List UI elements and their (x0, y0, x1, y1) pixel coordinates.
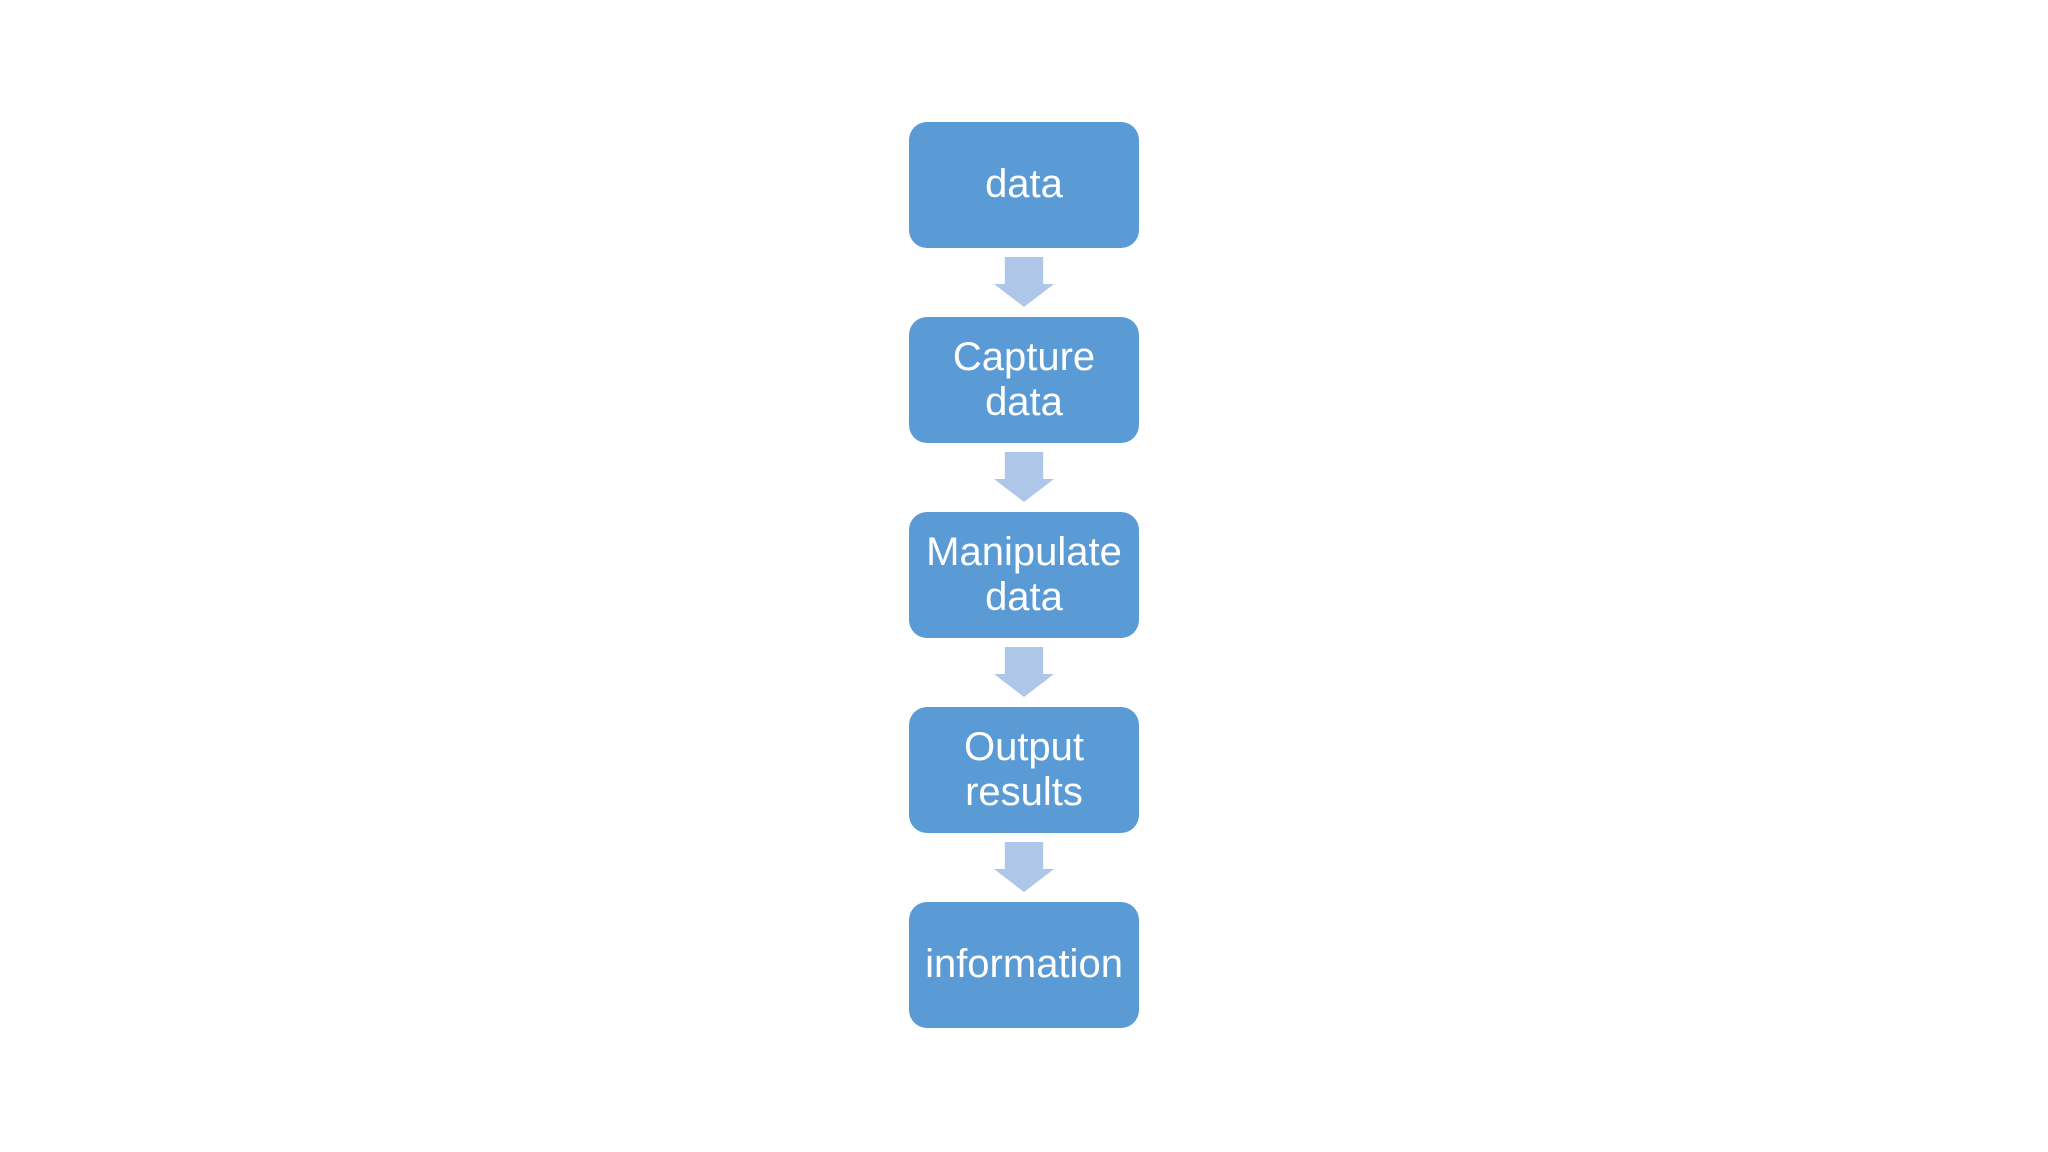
down-arrow-icon (994, 452, 1054, 502)
flow-node-label: Output results (963, 724, 1085, 814)
flow-node-manipulate-data: Manipulate data (909, 512, 1139, 638)
process-flowchart: data Capture data Manipulate data Output… (909, 122, 1139, 1028)
flow-node-information: information (909, 902, 1139, 1028)
flow-node-capture-data: Capture data (909, 317, 1139, 443)
flow-node-data: data (909, 122, 1139, 248)
flow-node-output-results: Output results (909, 707, 1139, 833)
down-arrow-icon (994, 842, 1054, 892)
flow-node-label: Manipulate data (926, 529, 1122, 619)
flow-node-label: data (985, 162, 1063, 207)
down-arrow-icon (994, 647, 1054, 697)
flow-node-label: information (925, 942, 1123, 987)
flow-node-label: Capture data (952, 334, 1096, 424)
down-arrow-icon (994, 257, 1054, 307)
